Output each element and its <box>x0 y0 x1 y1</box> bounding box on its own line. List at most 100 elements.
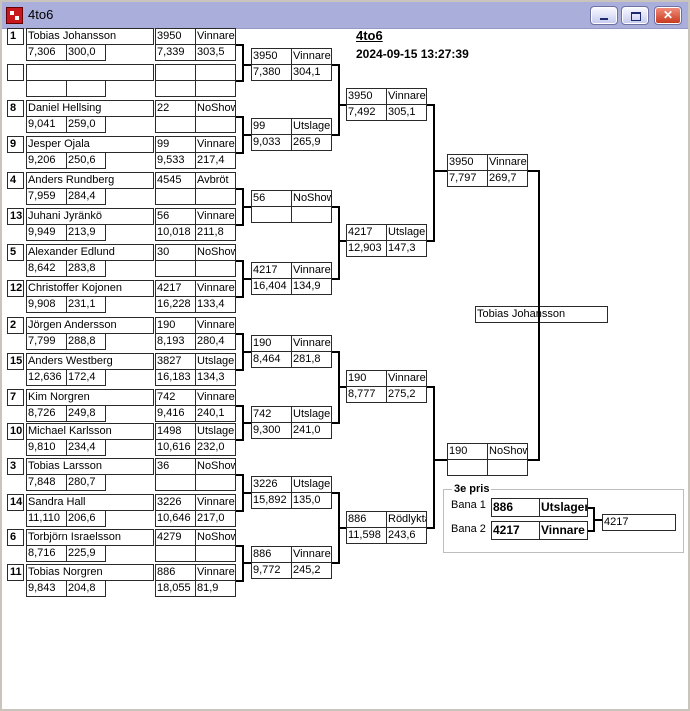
car-number[interactable]: 3950 <box>155 28 196 45</box>
racer-name[interactable]: Torbjörn Israelsson <box>26 529 154 546</box>
connector <box>236 296 243 298</box>
connector <box>427 386 434 388</box>
car-number[interactable] <box>155 64 196 81</box>
car-number[interactable]: 742 <box>251 406 292 423</box>
car-number[interactable]: 3226 <box>251 476 292 493</box>
minimize-button[interactable] <box>590 6 618 25</box>
car-number[interactable]: 36 <box>155 458 196 475</box>
car-number[interactable]: 99 <box>251 118 292 135</box>
elapsed-time <box>155 116 196 133</box>
car-number[interactable]: 4279 <box>155 529 196 546</box>
racer-name[interactable]: Tobias Larsson <box>26 458 154 475</box>
racer-name[interactable]: Christoffer Kojonen <box>26 280 154 297</box>
car-number[interactable]: 190 <box>346 370 387 387</box>
car-number[interactable]: 190 <box>447 443 488 460</box>
connector <box>332 64 339 66</box>
top-speed: 245,2 <box>291 562 332 579</box>
connector <box>427 527 434 529</box>
connector <box>242 278 251 280</box>
connector <box>332 492 339 494</box>
connector <box>242 492 251 494</box>
seed-number <box>7 64 24 81</box>
car-number[interactable]: 3950 <box>251 48 292 65</box>
car-number[interactable]: 30 <box>155 244 196 261</box>
speed: 206,6 <box>66 510 106 527</box>
connector <box>588 507 594 509</box>
match-status: Vinnare <box>386 88 427 105</box>
seed-number: 4 <box>7 172 24 189</box>
elapsed-time: 16,404 <box>251 278 292 295</box>
third-lane1-status[interactable]: Utslagen <box>539 498 588 517</box>
top-speed: 217,4 <box>195 152 236 169</box>
reaction-time: 8,716 <box>26 545 67 562</box>
car-number[interactable]: 4217 <box>155 280 196 297</box>
top-speed: 134,3 <box>195 369 236 386</box>
car-number[interactable]: 886 <box>346 511 387 528</box>
reaction-time: 9,843 <box>26 580 67 597</box>
connector <box>332 562 339 564</box>
racer-name[interactable]: Jörgen Andersson <box>26 317 154 334</box>
connector <box>236 439 243 441</box>
car-number[interactable]: 190 <box>155 317 196 334</box>
car-number[interactable]: 56 <box>251 190 292 207</box>
match-status: NoShow <box>195 458 236 475</box>
car-number[interactable]: 3950 <box>346 88 387 105</box>
car-number[interactable]: 4217 <box>251 262 292 279</box>
maximize-button[interactable] <box>621 6 649 25</box>
winner-field[interactable]: Tobias Johansson <box>475 306 608 323</box>
racer-name[interactable]: Daniel Hellsing <box>26 100 154 117</box>
seed-number: 15 <box>7 353 24 370</box>
connector <box>594 519 602 521</box>
racer-name[interactable]: Sandra Hall <box>26 494 154 511</box>
seed-number: 14 <box>7 494 24 511</box>
connector <box>242 64 251 66</box>
speed: 234,4 <box>66 439 106 456</box>
racer-name[interactable]: Michael Karlsson <box>26 423 154 440</box>
top-speed <box>195 260 236 277</box>
close-button[interactable] <box>654 6 682 25</box>
car-number[interactable]: 4545 <box>155 172 196 189</box>
car-number[interactable]: 886 <box>251 546 292 563</box>
reaction-time: 9,041 <box>26 116 67 133</box>
seed-number: 6 <box>7 529 24 546</box>
car-number[interactable]: 22 <box>155 100 196 117</box>
match-status: Vinnare <box>195 208 236 225</box>
third-lane2-number[interactable]: 4217 <box>491 521 540 540</box>
match-status: Vinnare <box>386 370 427 387</box>
car-number[interactable]: 4217 <box>346 224 387 241</box>
third-place-result[interactable]: 4217 <box>602 514 676 531</box>
car-number[interactable]: 3226 <box>155 494 196 511</box>
elapsed-time: 7,492 <box>346 104 387 121</box>
racer-name[interactable]: Anders Rundberg <box>26 172 154 189</box>
top-speed: 133,4 <box>195 296 236 313</box>
racer-name[interactable]: Anders Westberg <box>26 353 154 370</box>
racer-name[interactable]: Juhani Jyränkö <box>26 208 154 225</box>
car-number[interactable]: 886 <box>155 564 196 581</box>
elapsed-time: 9,772 <box>251 562 292 579</box>
car-number[interactable]: 3827 <box>155 353 196 370</box>
speed: 283,8 <box>66 260 106 277</box>
match-status: Utslagen <box>386 224 427 241</box>
third-lane2-status[interactable]: Vinnare <box>539 521 588 540</box>
car-number[interactable]: 1498 <box>155 423 196 440</box>
connector <box>427 240 434 242</box>
racer-name[interactable] <box>26 64 154 81</box>
third-lane1-number[interactable]: 886 <box>491 498 540 517</box>
racer-name[interactable]: Kim Norgren <box>26 389 154 406</box>
car-number[interactable]: 742 <box>155 389 196 406</box>
top-speed: 135,0 <box>291 492 332 509</box>
car-number[interactable]: 56 <box>155 208 196 225</box>
car-number[interactable]: 190 <box>251 335 292 352</box>
connector <box>242 422 251 424</box>
connector <box>528 170 540 172</box>
racer-name[interactable]: Alexander Edlund <box>26 244 154 261</box>
elapsed-time: 8,777 <box>346 386 387 403</box>
racer-name[interactable]: Tobias Johansson <box>26 28 154 45</box>
title-bar[interactable]: 4to6 <box>2 2 688 29</box>
car-number[interactable]: 3950 <box>447 154 488 171</box>
match-status: NoShow <box>487 443 528 460</box>
racer-name[interactable]: Tobias Norgren <box>26 564 154 581</box>
car-number[interactable]: 99 <box>155 136 196 153</box>
speed: 231,1 <box>66 296 106 313</box>
racer-name[interactable]: Jesper Ojala <box>26 136 154 153</box>
